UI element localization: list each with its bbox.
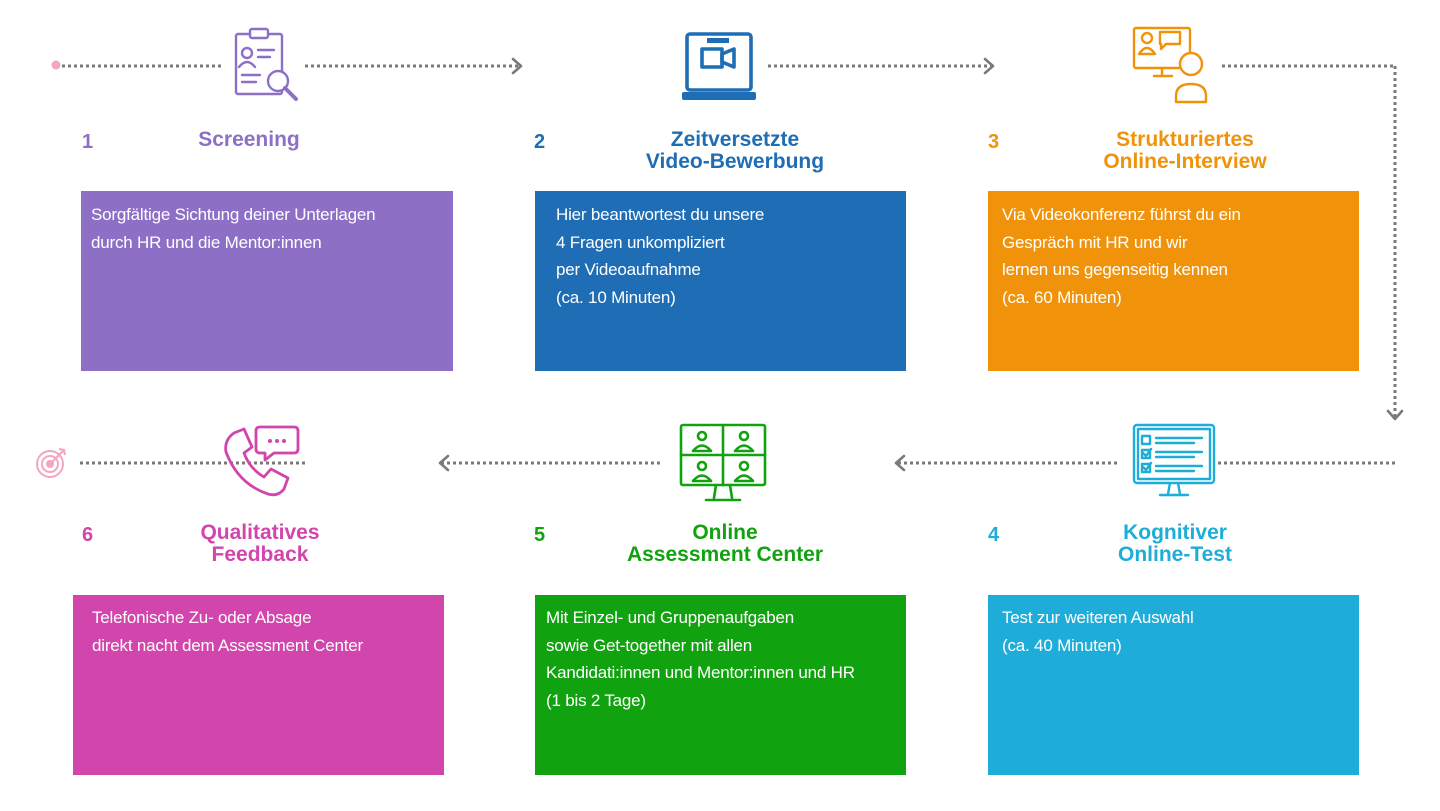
step-number: 2 xyxy=(534,131,546,153)
arrow-left-icon xyxy=(894,454,906,472)
video-conference-grid-icon xyxy=(679,423,767,502)
clipboard-search-icon xyxy=(234,27,298,101)
step-description-box: Mit Einzel- und Gruppenaufgaben sowie Ge… xyxy=(535,595,906,775)
start-dot xyxy=(51,60,61,70)
arrow-right-icon xyxy=(983,57,995,75)
step-number: 5 xyxy=(534,524,546,546)
video-interview-icon xyxy=(1132,26,1208,104)
arrow-left-icon xyxy=(438,454,450,472)
step-number: 4 xyxy=(988,524,1000,546)
step-title: Online Assessment Center xyxy=(626,521,824,566)
step-title: Screening xyxy=(198,128,300,151)
monitor-test-icon xyxy=(1132,423,1216,497)
step-description-box: Test zur weiteren Auswahl (ca. 40 Minute… xyxy=(988,595,1359,775)
step-title: Strukturiertes Online-Interview xyxy=(1103,128,1267,173)
step-description-box: Hier beantwortest du unsere 4 Fragen unk… xyxy=(535,191,906,371)
laptop-base xyxy=(682,92,756,100)
step-number: 3 xyxy=(988,131,1000,153)
target-icon xyxy=(36,448,66,478)
step-description-box: Sorgfältige Sichtung deiner Unterlagen d… xyxy=(81,191,453,371)
phone-chat-icon xyxy=(224,425,300,497)
arrow-down-icon xyxy=(1386,409,1404,421)
step-title: Zeitversetzte Video-Bewerbung xyxy=(645,128,825,173)
step-number: 6 xyxy=(82,524,94,546)
step-title: Qualitatives Feedback xyxy=(200,521,320,566)
step-title: Kognitiver Online-Test xyxy=(1118,521,1232,566)
arrow-right-icon xyxy=(511,57,523,75)
step-description-box: Telefonische Zu- oder Absage direkt nach… xyxy=(73,595,444,775)
laptop-video-icon xyxy=(682,32,756,100)
step-description-box: Via Videokonferenz führst du ein Gespräc… xyxy=(988,191,1359,371)
step-number: 1 xyxy=(82,131,94,153)
